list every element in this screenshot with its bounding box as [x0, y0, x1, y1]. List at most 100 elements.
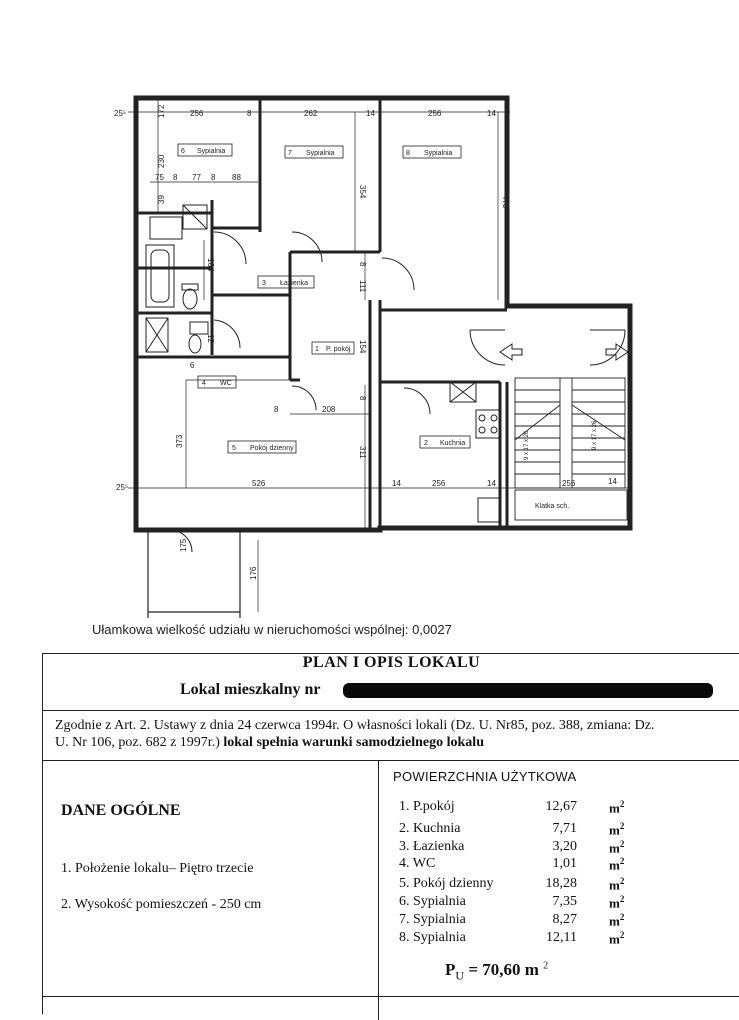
sheet-subtitle: Lokal mieszkalny nr: [180, 681, 321, 698]
dim-label: 354: [358, 185, 367, 199]
area-unit: m2: [609, 912, 625, 929]
description-sheet: PLAN I OPIS LOKALU Lokal mieszkalny nr Z…: [42, 653, 739, 1020]
area-name: 3. Łazienka: [399, 839, 465, 854]
room-2-name: Kuchnia: [440, 440, 465, 447]
total-area: PU = 70,60 m 2: [445, 960, 549, 983]
room-8-no: 8: [406, 150, 410, 157]
dim-label: 256: [190, 109, 204, 118]
bathtub: [145, 244, 175, 308]
shower: [145, 317, 169, 353]
dim-label: 12: [206, 334, 215, 343]
dim-label: 6: [190, 361, 195, 370]
share-fraction-text: Ułamkowa wielkość udziału w nieruchomośc…: [92, 622, 452, 637]
room-3-name: Łazienka: [280, 280, 308, 287]
outer-wall-upper: [133, 95, 633, 533]
dim-label: 256: [562, 479, 576, 488]
area-row: 1. P.pokój 12,67 m2: [399, 799, 649, 817]
dim-label: 208: [322, 405, 336, 414]
room-4-name: WC: [220, 380, 232, 387]
area-unit: m2: [609, 821, 625, 838]
dim-label: 14: [392, 479, 401, 488]
dim-label: 14: [608, 477, 617, 486]
legal-line-1: Zgodnie z Art. 2. Ustawy z dnia 24 czerw…: [55, 718, 655, 733]
divider: [43, 710, 739, 711]
room-1-name: P. pokój: [326, 346, 351, 353]
dim-label: 262: [304, 109, 318, 118]
dim-label: 473: [501, 195, 510, 209]
arrow-right-icon: [605, 343, 629, 361]
sheet-title: PLAN I OPIS LOKALU: [302, 654, 481, 671]
area-value: 7,35: [552, 894, 578, 909]
dim-label: 154: [358, 340, 367, 354]
area-value: 3,20: [552, 839, 578, 854]
area-name: 7. Sypialnia: [399, 912, 466, 927]
room-1-no: 1: [315, 346, 319, 353]
dim-label: 176: [249, 566, 258, 580]
area-value: 8,27: [552, 912, 578, 927]
kitchen-cabinet: [449, 381, 477, 403]
general-item-height: 2. Wysokość pomieszczeń - 250 cm: [61, 897, 262, 912]
legal-conclusion: lokal spełnia warunki samodzielnego loka…: [223, 735, 484, 750]
room-2-no: 2: [424, 440, 428, 447]
dim-label: 526: [252, 479, 266, 488]
dim-label: 230: [157, 154, 166, 168]
door-swing: [213, 319, 241, 349]
door-swing: [469, 329, 506, 366]
dim-label: 256: [428, 109, 442, 118]
dim-label: 39: [157, 195, 166, 204]
area-name: 6. Sypialnia: [399, 894, 466, 909]
area-value: 12,67: [545, 799, 578, 814]
dim-label: 256: [432, 479, 446, 488]
dim-label: 14: [487, 479, 496, 488]
dim-label: 14: [487, 109, 496, 118]
area-row: 6. Sypialnia 7,35 m2: [399, 894, 649, 912]
staircase: [514, 377, 628, 521]
divider: [43, 760, 739, 761]
dim-label: 373: [175, 434, 184, 448]
room-5-name: Pokój dzienny: [250, 445, 294, 452]
dim-label: 8: [358, 262, 367, 267]
redaction-bar: [343, 683, 713, 698]
dim-label: 111: [358, 280, 367, 293]
area-value: 7,71: [552, 821, 578, 836]
area-unit: m2: [609, 894, 625, 911]
dim-label: 311: [358, 446, 367, 459]
area-value: 1,01: [552, 856, 578, 871]
door-swing: [213, 231, 247, 265]
general-data-header: DANE OGÓLNE: [61, 802, 181, 819]
door-swing: [381, 257, 415, 291]
room-4-no: 4: [202, 380, 206, 387]
dim-label: 164: [206, 258, 215, 272]
usable-area-header: POWIERZCHNIA UŻYTKOWA: [393, 769, 577, 784]
stove: [475, 409, 501, 439]
door-swing: [291, 231, 323, 263]
stair-label: Klatka sch.: [535, 503, 569, 510]
dim-label: 8: [358, 396, 367, 401]
area-name: 8. Sypialnia: [399, 930, 466, 945]
room-8-name: Sypialnia: [424, 150, 453, 157]
room-7-no: 7: [288, 150, 292, 157]
dim-label: 88: [232, 173, 241, 182]
dim-label: 172: [157, 104, 166, 118]
dim-label: 14: [366, 109, 375, 118]
stair-steps-right: 9 x 17 x 26: [592, 420, 598, 450]
area-unit: m2: [609, 930, 625, 947]
area-name: 1. P.pokój: [399, 799, 455, 814]
dim-label: 8: [173, 173, 178, 182]
room-6-no: 6: [181, 148, 185, 155]
area-unit: m2: [609, 799, 625, 816]
dim-label: 8: [274, 405, 279, 414]
room-7-name: Sypialnia: [306, 150, 335, 157]
dim-label: 8: [211, 173, 216, 182]
dim-label: 77: [192, 173, 201, 182]
area-unit: m2: [609, 839, 625, 856]
wc-toilet: [188, 334, 202, 354]
toilet: [182, 288, 198, 310]
dim-label: 8: [247, 109, 252, 118]
washing-machine: [182, 204, 208, 230]
dim-label: 75: [155, 173, 164, 182]
